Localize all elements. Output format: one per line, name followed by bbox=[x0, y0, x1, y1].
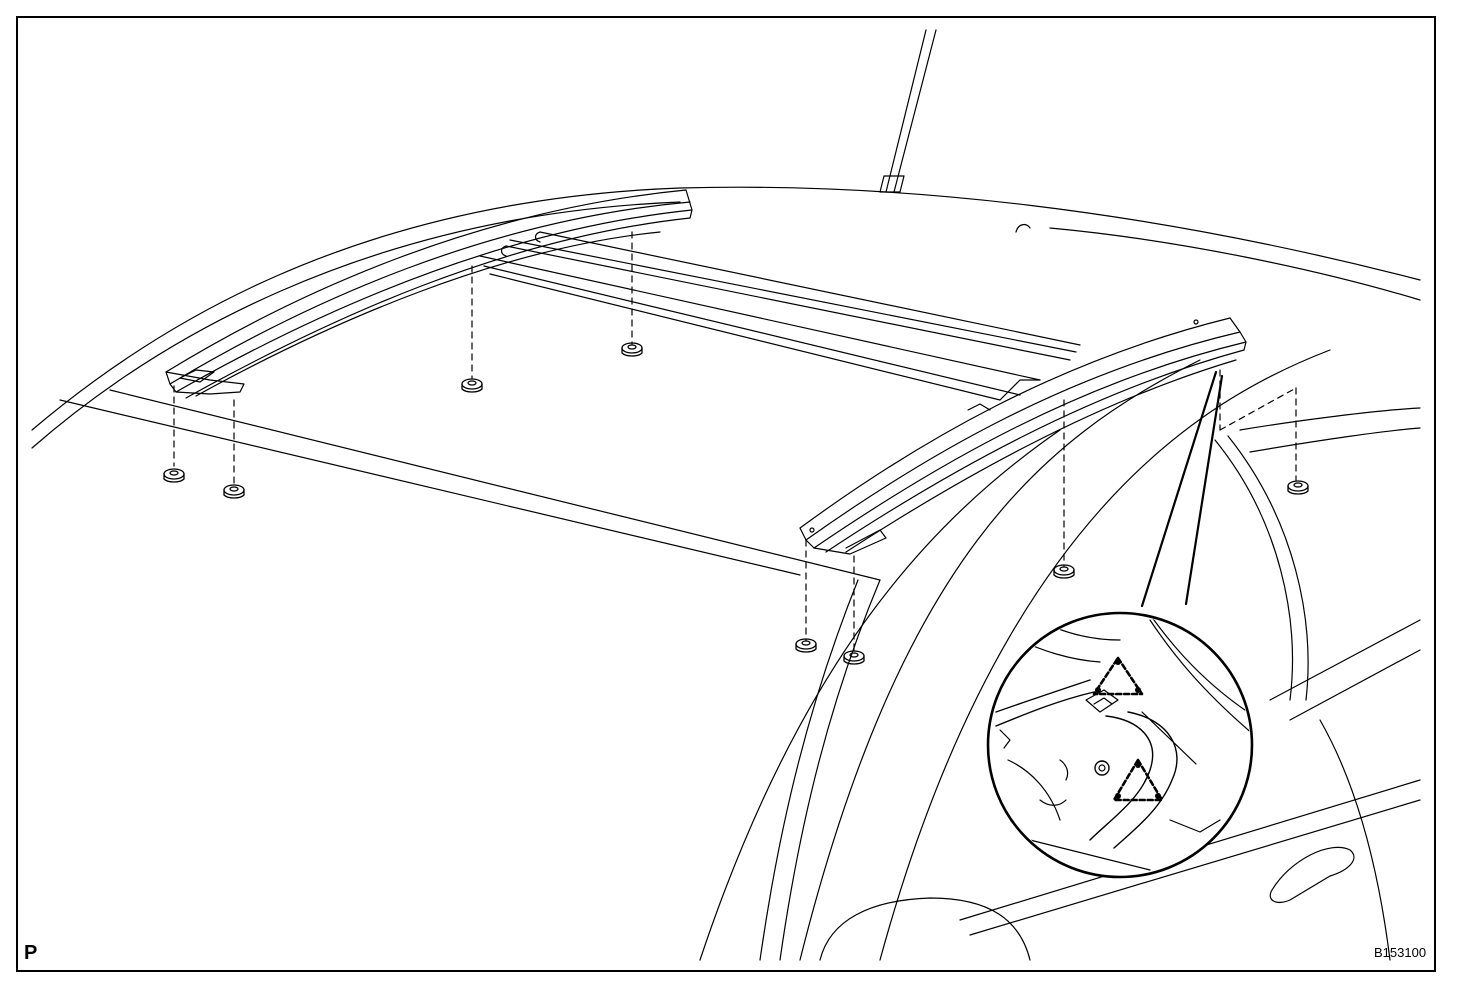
detail-callout-leader bbox=[1140, 370, 1224, 608]
figure-id-label: B153100 bbox=[1374, 945, 1427, 960]
right-sunroof-rail bbox=[799, 317, 1247, 555]
left-sunroof-rail bbox=[165, 189, 693, 399]
car-body-outline bbox=[31, 186, 1421, 961]
view-code-label: P bbox=[24, 942, 38, 964]
clip-marker-triangle bbox=[1092, 656, 1164, 802]
detail-magnified-view bbox=[986, 611, 1254, 879]
roof-antenna bbox=[879, 29, 937, 193]
clip-nut bbox=[163, 342, 1309, 665]
sunroof-cross-member bbox=[479, 231, 1081, 411]
